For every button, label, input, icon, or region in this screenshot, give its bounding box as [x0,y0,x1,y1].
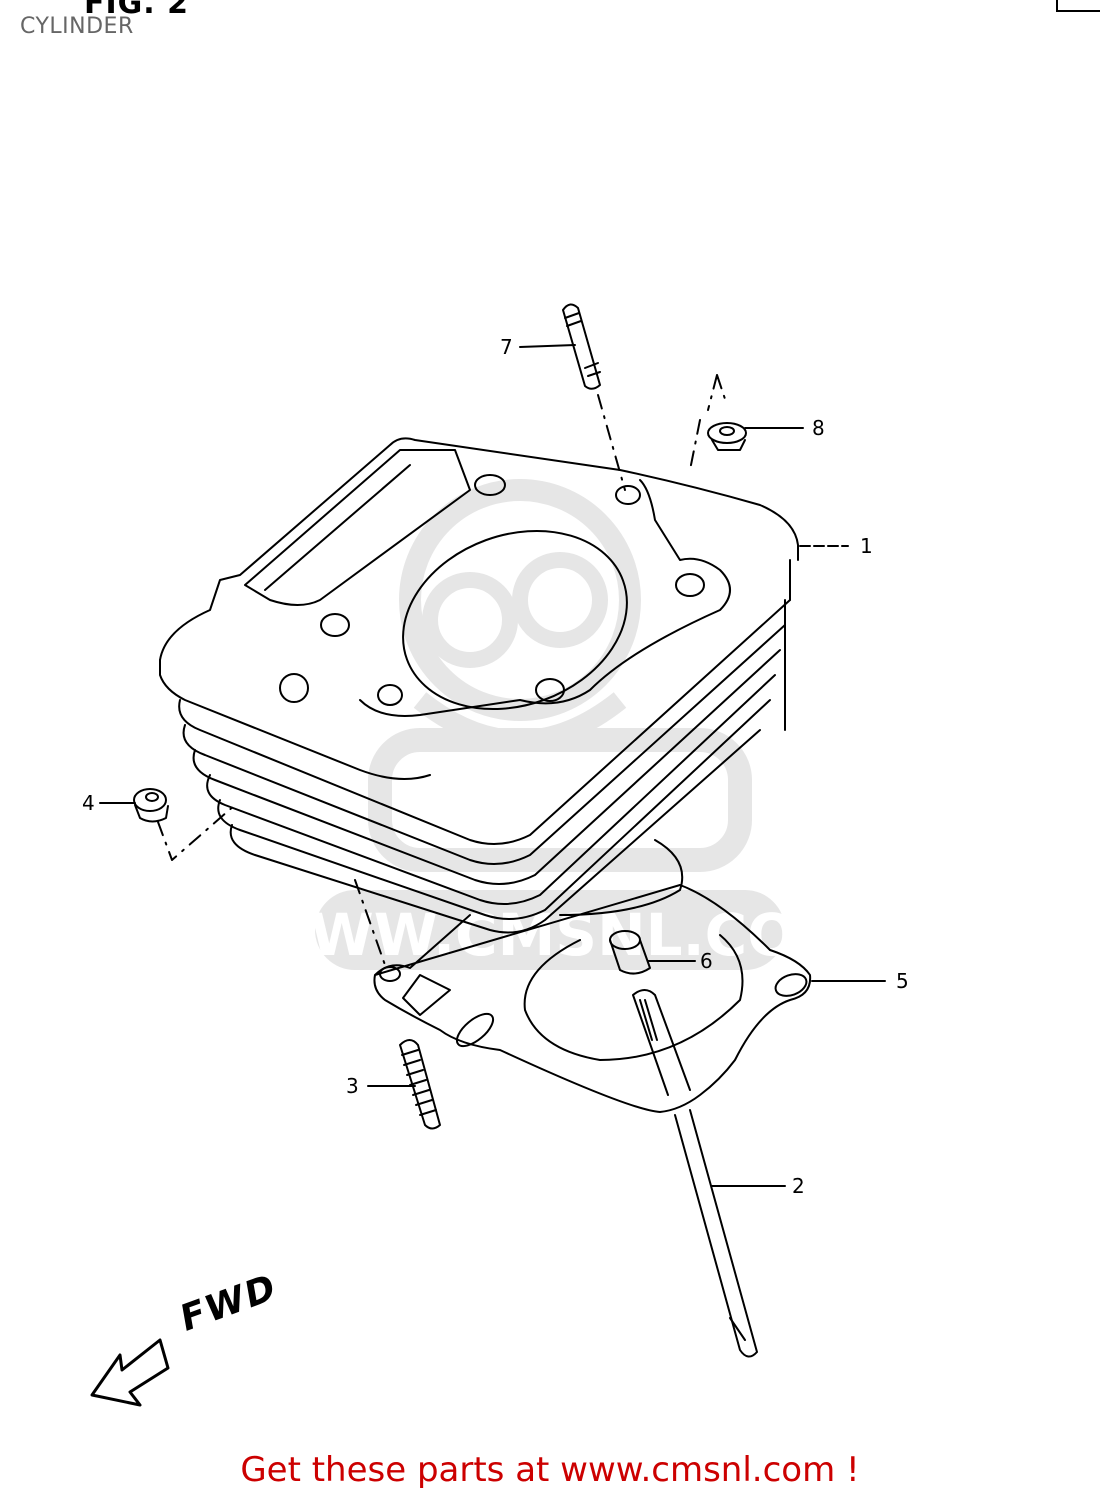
callout-5: 5 [896,969,909,993]
callout-7: 7 [500,335,513,359]
callout-8: 8 [812,416,825,440]
corner-frame-mark [1056,0,1100,12]
callout-1: 1 [860,534,873,558]
callout-6: 6 [700,949,713,973]
callout-3: 3 [346,1074,359,1098]
diagram-title: CYLINDER [20,14,134,39]
fwd-arrow-icon [90,1338,170,1407]
base-gasket [373,884,812,1113]
watermark-logo: WWW.CMSNL.COM [246,479,854,970]
cmsnl-parts-link[interactable]: Get these parts at www.cmsnl.com ! [240,1450,860,1490]
callout-2: 2 [792,1174,805,1198]
cylinder-top [159,437,799,661]
figure-label: FIG. 2 [84,0,189,21]
callout-4: 4 [82,791,95,815]
